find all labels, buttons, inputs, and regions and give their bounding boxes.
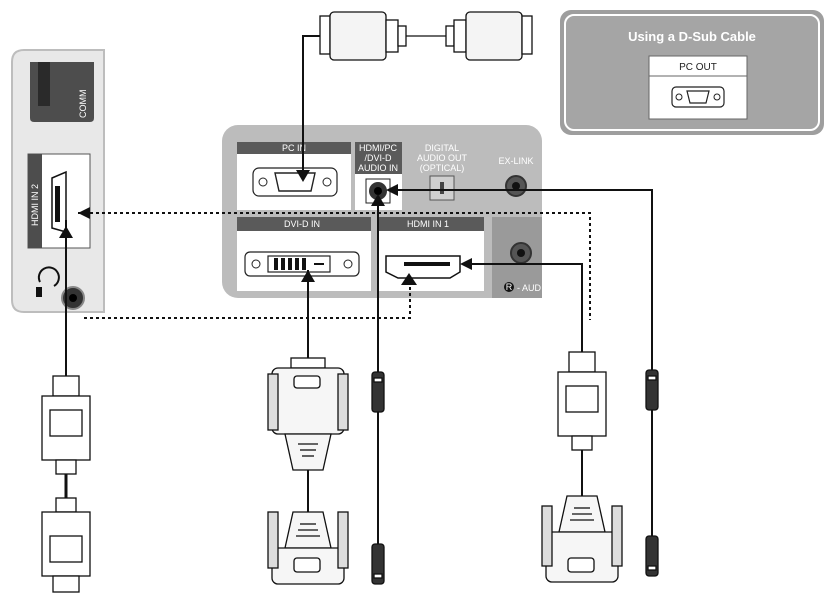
ex-link-label: EX-LINK (498, 156, 533, 166)
dsub-info-box: Using a D-Sub Cable PC OUT (560, 10, 824, 135)
pc-in-label: PC IN (282, 143, 306, 153)
dotted-line-upper (78, 212, 591, 320)
pc-out-port-icon (671, 86, 725, 108)
hdmi-in-1-label-bar (378, 217, 484, 231)
dvi-d-in-port-icon (244, 251, 360, 277)
digital-label-line3: (OPTICAL) (420, 163, 465, 173)
audio-in-label-line1: HDMI/PC (359, 143, 398, 153)
cable-lines (65, 35, 653, 376)
arrowheads (59, 170, 472, 285)
dvi-d-in-label: DVI-D IN (284, 219, 320, 229)
comm-label: COMM (78, 90, 88, 119)
arrow-hdmi-2-dotted (78, 207, 90, 219)
pc-out-label: PC OUT (679, 62, 717, 73)
hdmi-in-1-label: HDMI IN 1 (407, 219, 449, 229)
arrow-pc-in (296, 170, 310, 182)
arrow-hdmi-2 (59, 226, 73, 238)
arrow-dvi (301, 270, 315, 282)
audio-in-label-line2: /DVI-D (365, 153, 393, 163)
svg-text:R: R (506, 282, 513, 292)
headphone-icon (37, 266, 60, 287)
audio-cable-right-line (395, 189, 653, 370)
hdmi-in-2-label: HDMI IN 2 (30, 184, 40, 226)
comm-port-slot (38, 62, 50, 106)
digital-label-line2: AUDIO OUT (417, 153, 468, 163)
hdmi-cable-right-line (466, 263, 583, 352)
dotted-line-lower (84, 280, 411, 319)
audio-in-label-line3: AUDIO IN (358, 163, 398, 173)
hdmi-cable-left (41, 375, 91, 593)
audio-in-label-bar (355, 142, 402, 174)
pc-in-label-bar (237, 142, 351, 154)
digital-label-line1: DIGITAL (425, 143, 459, 153)
hdmi-in-2-label-bar (28, 154, 42, 248)
arrow-audio-center (371, 194, 385, 206)
side-panel: COMM HDMI IN 2 (11, 49, 105, 313)
audio-cable-right (645, 369, 659, 577)
hdmi-cable-right (541, 351, 623, 583)
pc-in-port-icon (252, 167, 338, 197)
audio-partial-label: - AUD (517, 283, 542, 293)
arrow-hdmi-1 (460, 258, 472, 270)
arrow-audio-in (386, 184, 398, 196)
audio-cable-center (371, 371, 385, 585)
r-badge (504, 282, 514, 292)
dvi-cable (267, 357, 349, 585)
optical-port (429, 175, 455, 201)
dvi-d-in-label-bar (237, 217, 371, 231)
main-panel: PC IN HDMI/PC /DVI-D AUDIO IN DIGITAL AU… (222, 125, 542, 298)
dsub-cable-top (319, 11, 533, 61)
dsub-box-title: Using a D-Sub Cable (628, 29, 756, 44)
hdmi-in-1-port-icon (385, 255, 461, 279)
dotted-lines (78, 212, 591, 320)
arrow-hdmi-dotted (401, 273, 417, 285)
